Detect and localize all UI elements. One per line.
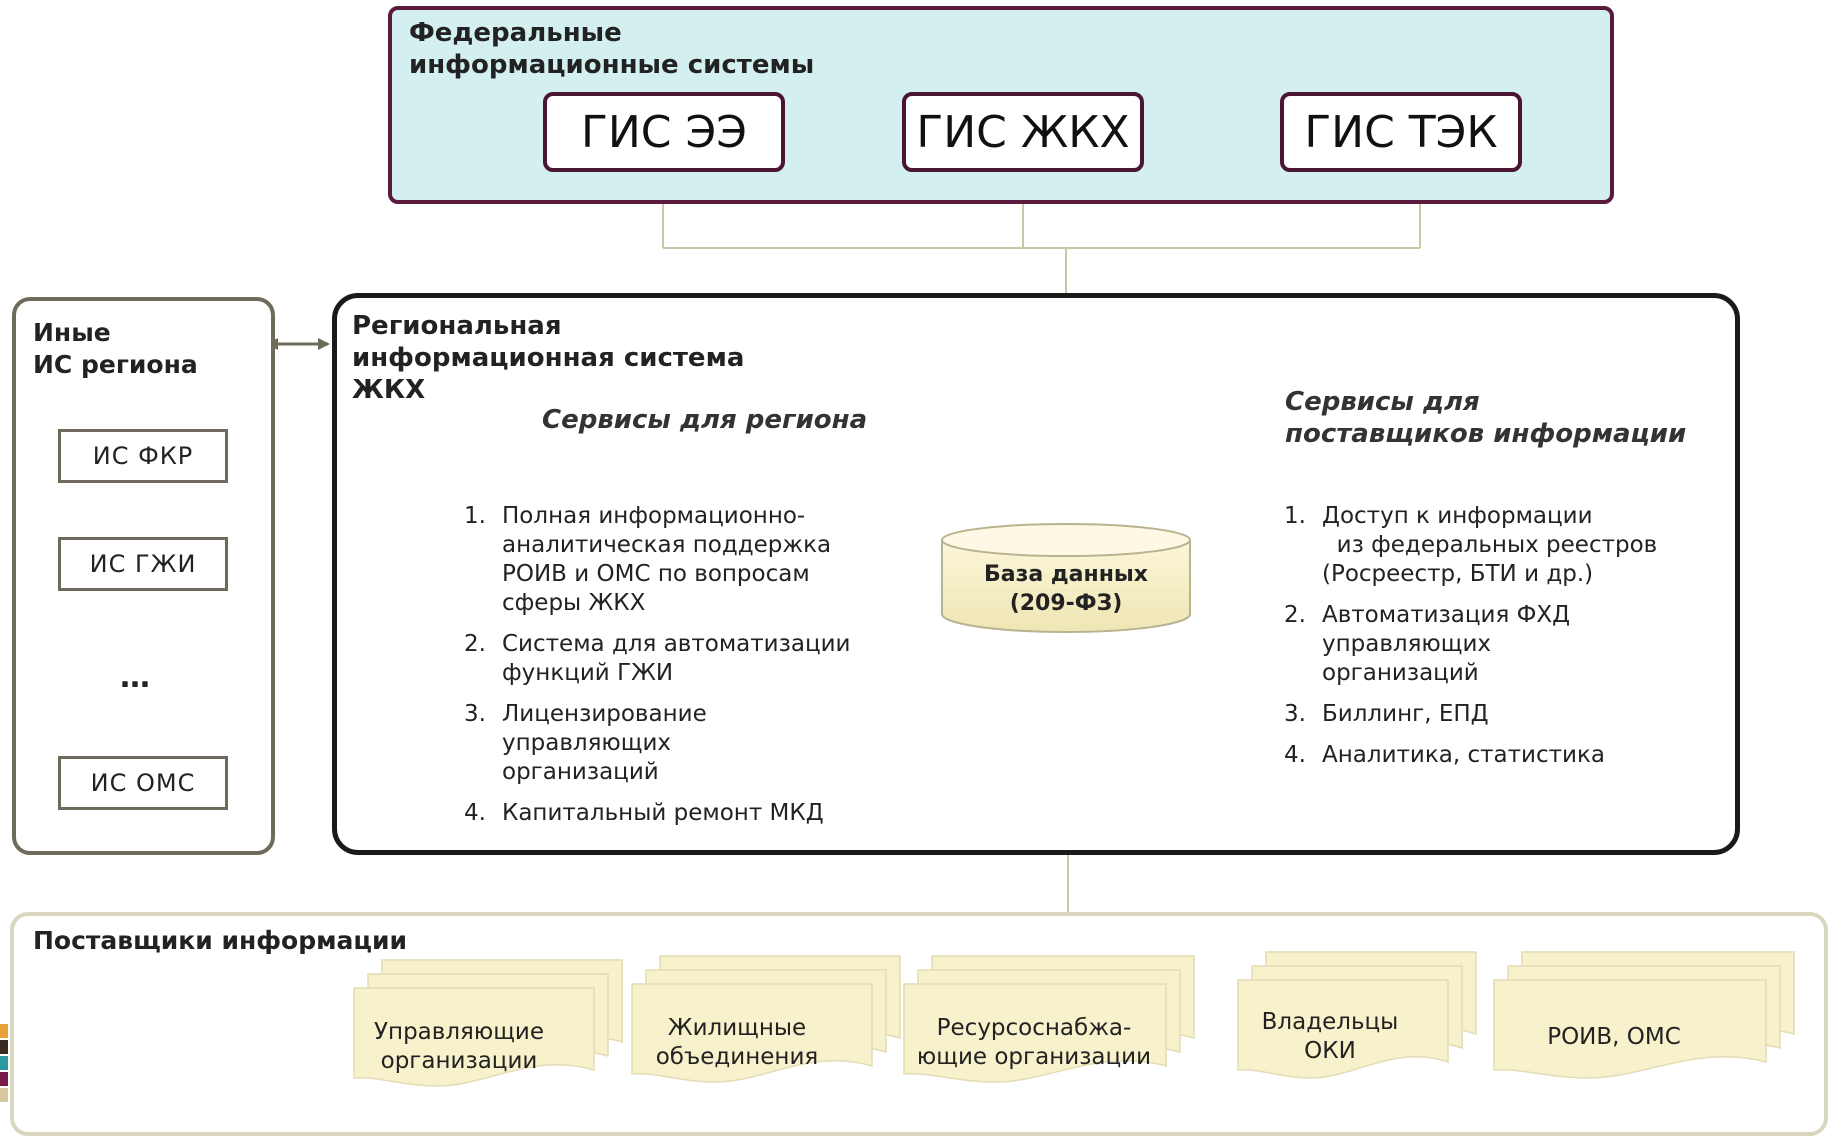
is-gzhi-box[interactable]: ИС ГЖИ — [58, 537, 228, 591]
list-item: 2.Автоматизация ФХД управляющих организа… — [1284, 602, 1571, 686]
database-label: База данных (209-ФЗ) — [983, 562, 1148, 616]
document-sheet — [903, 983, 1167, 1083]
information-suppliers-title: Поставщики информации — [33, 926, 407, 955]
federal-systems-title: Федеральные информационные системы — [409, 18, 815, 80]
more-items-ellipsis: … — [120, 660, 150, 695]
document-sheet — [1237, 979, 1449, 1079]
document-stack — [1493, 951, 1795, 1079]
gis-tek-box[interactable]: ГИС ТЭК — [1280, 92, 1522, 172]
gis-ee-box[interactable]: ГИС ЭЭ — [543, 92, 785, 172]
document-stack — [631, 955, 901, 1083]
region-services-list: 1.Полная информационно- аналитическая по… — [464, 502, 864, 840]
list-item: 4.Капитальный ремонт МКД — [464, 800, 824, 826]
is-oms-box[interactable]: ИС ОМС — [58, 756, 228, 810]
list-item: 1.Доступ к информации из федеральных рее… — [1284, 503, 1658, 587]
gis-zhkh-box[interactable]: ГИС ЖКХ — [902, 92, 1144, 172]
region-services-title: Сервисы для региона — [542, 405, 868, 435]
list-item: 1.Полная информационно- аналитическая по… — [464, 503, 832, 616]
list-item: 4.Аналитика, статистика — [1284, 742, 1605, 768]
document-sheet — [631, 983, 873, 1083]
list-item: 3.Лицензирование управляющих организаций — [464, 701, 707, 785]
supplier-oki-owners[interactable]: Владельцы ОКИ — [1261, 1009, 1399, 1064]
document-stack — [903, 955, 1195, 1083]
supplier-services-list: 1.Доступ к информации из федеральных рее… — [1284, 502, 1658, 782]
is-fkr-box[interactable]: ИС ФКР — [58, 429, 228, 483]
other-regional-is-title: Иные ИС региона — [33, 318, 198, 379]
supplier-services-title: Сервисы для поставщиков информации — [1285, 387, 1687, 449]
supplier-management-companies[interactable]: Управляющие организации — [374, 1019, 544, 1074]
supplier-utility-companies[interactable]: Ресурсоснабжа- ющие организации — [916, 1015, 1152, 1070]
document-sheet — [353, 987, 595, 1087]
regional-is-title: Региональная информационная система ЖКХ — [352, 311, 745, 405]
document-stack — [353, 959, 623, 1087]
supplier-roiv-oms[interactable]: РОИВ, ОМС — [1547, 1023, 1681, 1050]
supplier-housing-associations[interactable]: Жилищные объединения — [655, 1015, 819, 1070]
database-icon[interactable] — [940, 522, 1192, 634]
list-item: 2.Система для автоматизации функций ГЖИ — [464, 631, 851, 686]
list-item: 3.Биллинг, ЕПД — [1284, 701, 1489, 727]
document-stack — [1237, 951, 1477, 1079]
document-sheet — [1493, 979, 1767, 1079]
